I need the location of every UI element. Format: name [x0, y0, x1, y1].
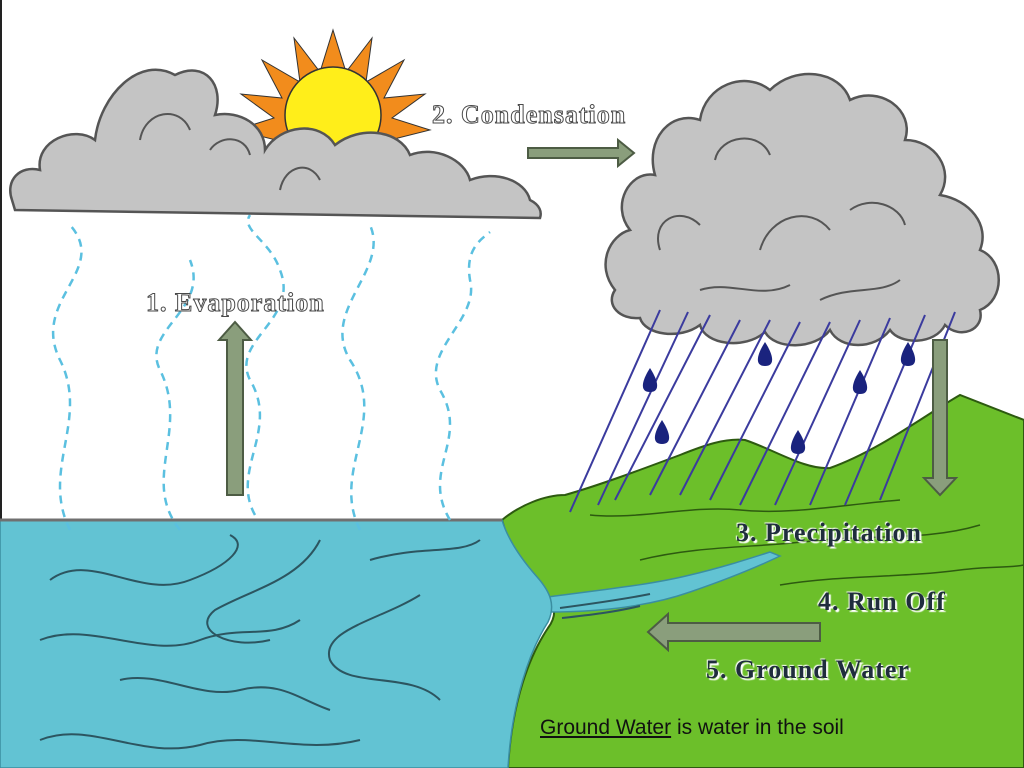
raindrops	[642, 342, 916, 454]
rain-streaks	[569, 309, 956, 513]
vapor-lines	[52, 214, 491, 531]
label-precipitation: 3. Precipitation	[736, 518, 922, 547]
ocean	[0, 519, 553, 768]
hill-line	[779, 564, 1024, 586]
cloud-icon	[604, 72, 1000, 347]
hill-line	[639, 524, 981, 561]
arrow-icon	[921, 339, 959, 497]
cloud-detail	[139, 113, 321, 191]
cloud-detail	[657, 137, 906, 301]
label-ground-water: 5. Ground Water	[706, 655, 911, 684]
cloud-icon	[9, 68, 542, 220]
caption-term: Ground Water	[540, 716, 672, 739]
raindrop-icon	[757, 342, 773, 366]
arrow-icon	[527, 137, 636, 169]
raindrop-icon	[900, 342, 916, 366]
label-run-off: 4. Run Off	[818, 587, 946, 616]
arrow-icon	[216, 320, 254, 496]
raindrop-icon	[642, 368, 658, 392]
caption: Ground Water is water in the soil	[540, 716, 844, 740]
river	[538, 551, 782, 613]
label-condensation: 2. Condensation	[431, 100, 627, 130]
water-waves	[39, 534, 651, 750]
raindrop-icon	[790, 430, 806, 454]
hill-line	[589, 499, 901, 517]
label-evaporation: 1. Evaporation	[146, 288, 325, 318]
caption-definition: is water in the soil	[671, 716, 844, 739]
raindrop-icon	[852, 370, 868, 394]
arrow-icon	[646, 611, 821, 653]
raindrop-icon	[654, 420, 670, 444]
